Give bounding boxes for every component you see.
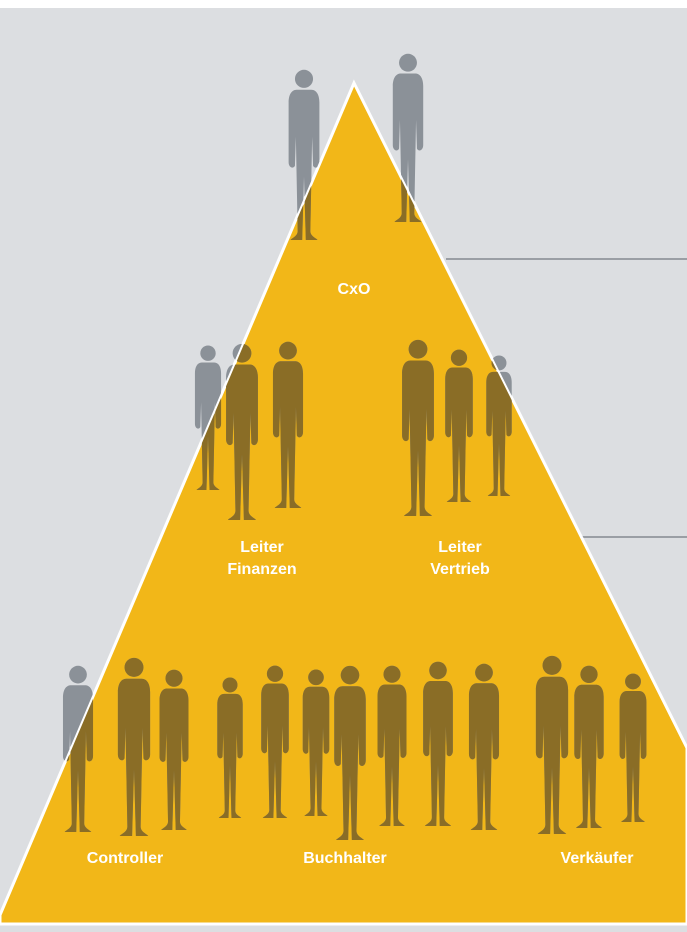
label-verkaeufer: Verkäufer xyxy=(560,850,634,867)
label-leiter-vertrieb-line2: Vertrieb xyxy=(430,561,490,578)
label-controller: Controller xyxy=(86,850,164,867)
label-leiter-vertrieb-line1: Leiter xyxy=(438,539,482,556)
label-leiter-finanzen-line2: Finanzen xyxy=(227,561,297,578)
label-leiter-finanzen-line1: Leiter xyxy=(240,539,284,556)
label-buchhalter: Buchhalter xyxy=(303,850,387,867)
pyramid-edge xyxy=(0,80,687,916)
label-cxo: CxO xyxy=(337,281,371,298)
label-leiter-vertrieb: Leiter Vertrieb xyxy=(410,537,510,581)
label-leiter-finanzen: Leiter Finanzen xyxy=(212,537,312,581)
